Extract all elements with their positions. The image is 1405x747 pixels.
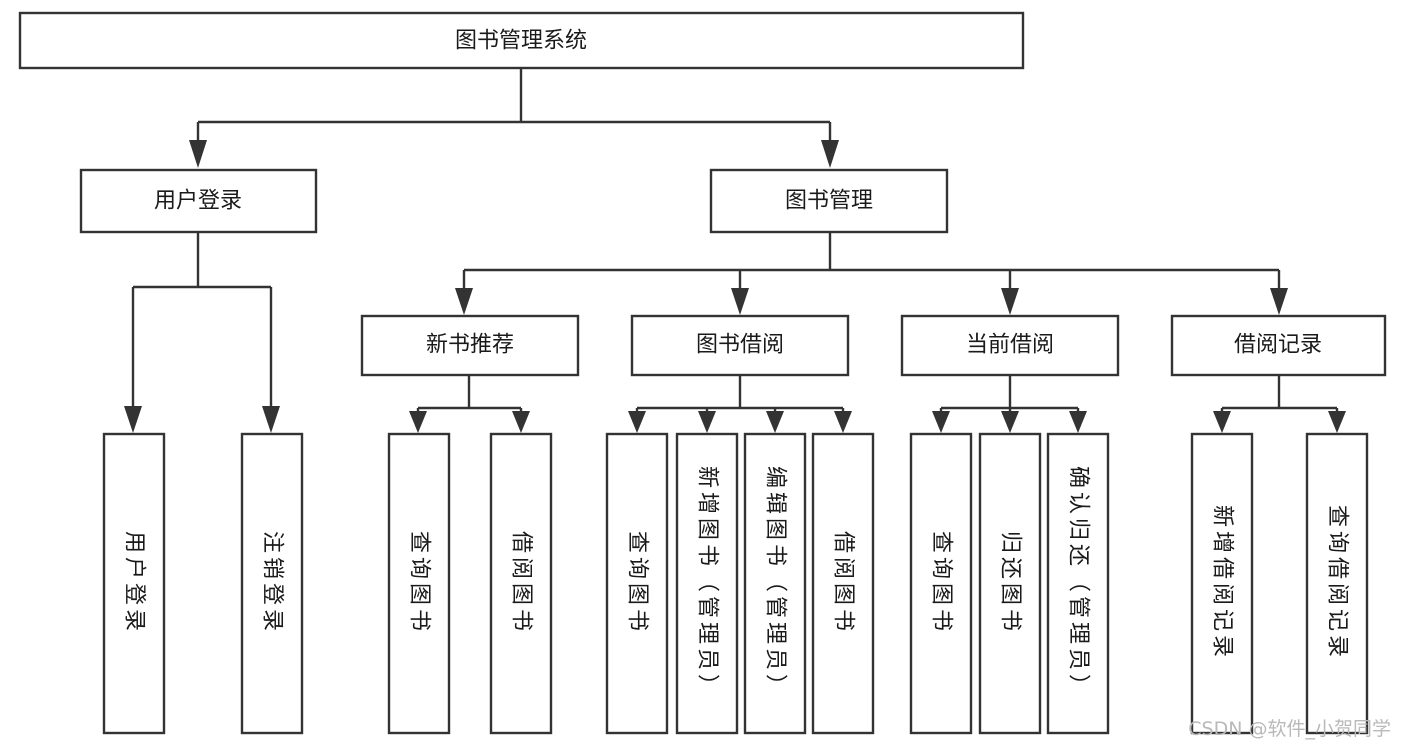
node-book-manage-box[interactable] bbox=[709, 168, 949, 234]
arrow-head-leaf-add-record bbox=[1213, 411, 1231, 433]
arrow-head-book-borrow bbox=[731, 288, 749, 315]
node-leaf-query-book-1-box[interactable] bbox=[387, 432, 451, 735]
node-leaf-add-record-label: 新增借阅记录 bbox=[1210, 505, 1235, 661]
node-root-box[interactable] bbox=[18, 11, 1025, 70]
arrow-head-leaf-borrow-book-2 bbox=[834, 411, 852, 433]
arrow-head-leaf-query-book-2 bbox=[628, 411, 646, 433]
node-leaf-confirm-return[interactable]: 确认归还（管理员） bbox=[1046, 432, 1110, 735]
node-leaf-borrow-book-1-label: 借阅图书 bbox=[509, 531, 534, 635]
node-leaf-user-login-box[interactable] bbox=[102, 432, 166, 735]
node-leaf-add-book[interactable]: 新增图书（管理员） bbox=[675, 432, 739, 735]
node-leaf-query-book-1[interactable]: 查询图书 bbox=[387, 432, 451, 735]
node-leaf-logout[interactable]: 注销登录 bbox=[240, 432, 304, 735]
node-borrow-record[interactable]: 借阅记录 bbox=[1170, 314, 1387, 377]
node-leaf-add-book-box[interactable] bbox=[675, 432, 739, 735]
node-leaf-confirm-return-box[interactable] bbox=[1046, 432, 1110, 735]
node-leaf-borrow-book-2[interactable]: 借阅图书 bbox=[811, 432, 875, 735]
node-book-manage[interactable]: 图书管理 bbox=[709, 168, 949, 234]
node-leaf-borrow-book-2-box[interactable] bbox=[811, 432, 875, 735]
node-new-book-rec-label: 新书推荐 bbox=[426, 333, 514, 358]
node-leaf-query-book-3-label: 查询图书 bbox=[929, 531, 954, 635]
connector-group-user-login bbox=[124, 232, 280, 433]
node-new-book-rec[interactable]: 新书推荐 bbox=[360, 314, 580, 377]
node-leaf-add-record-box[interactable] bbox=[1190, 432, 1254, 735]
node-book-manage-label: 图书管理 bbox=[785, 189, 873, 214]
node-leaf-user-login-label: 用户登录 bbox=[122, 531, 147, 635]
node-leaf-logout-box[interactable] bbox=[240, 432, 304, 735]
node-user-login-box[interactable] bbox=[79, 168, 318, 234]
connector-group-new-book-rec bbox=[409, 375, 530, 433]
node-leaf-query-book-3[interactable]: 查询图书 bbox=[909, 432, 973, 735]
node-user-login-label: 用户登录 bbox=[154, 189, 242, 214]
node-leaf-query-book-3-box[interactable] bbox=[909, 432, 973, 735]
connector-group-book-manage bbox=[455, 232, 1288, 315]
arrow-head-leaf-query-book-1 bbox=[409, 411, 427, 433]
node-current-borrow-label: 当前借阅 bbox=[966, 333, 1054, 358]
arrow-head-new-book-rec bbox=[455, 288, 473, 315]
arrow-head-leaf-borrow-book-1 bbox=[512, 411, 530, 433]
arrow-head-current-borrow bbox=[1001, 288, 1019, 315]
node-borrow-record-label: 借阅记录 bbox=[1234, 333, 1322, 358]
arrow-head-leaf-logout bbox=[262, 406, 280, 433]
arrow-head-borrow-record bbox=[1270, 288, 1288, 315]
node-root-label: 图书管理系统 bbox=[455, 29, 587, 54]
node-leaf-query-book-2-box[interactable] bbox=[605, 432, 669, 735]
arrow-head-leaf-query-record bbox=[1328, 411, 1346, 433]
node-leaf-edit-book-label: 编辑图书（管理员） bbox=[763, 466, 788, 700]
node-leaf-return-book[interactable]: 归还图书 bbox=[978, 432, 1042, 735]
node-leaf-return-book-box[interactable] bbox=[978, 432, 1042, 735]
arrow-head-leaf-return-book bbox=[1001, 411, 1019, 433]
node-leaf-query-record-label: 查询借阅记录 bbox=[1325, 505, 1350, 661]
node-book-borrow[interactable]: 图书借阅 bbox=[630, 314, 850, 377]
arrow-head-leaf-query-book-3 bbox=[932, 411, 950, 433]
node-leaf-return-book-label: 归还图书 bbox=[998, 531, 1023, 635]
node-leaf-query-record-box[interactable] bbox=[1305, 432, 1369, 735]
node-leaf-query-record[interactable]: 查询借阅记录 bbox=[1305, 432, 1369, 735]
node-leaf-confirm-return-label: 确认归还（管理员） bbox=[1066, 466, 1091, 700]
node-leaf-logout-label: 注销登录 bbox=[260, 531, 285, 635]
arrow-head-leaf-add-book bbox=[698, 411, 716, 433]
arrow-head-leaf-confirm-return bbox=[1069, 411, 1087, 433]
node-current-borrow[interactable]: 当前借阅 bbox=[900, 314, 1120, 377]
connector-group-root bbox=[189, 68, 839, 168]
arrow-head-leaf-user-login bbox=[124, 406, 142, 433]
connector-group-borrow-record bbox=[1213, 375, 1346, 433]
node-root[interactable]: 图书管理系统 bbox=[18, 11, 1025, 70]
node-leaf-add-book-label: 新增图书（管理员） bbox=[695, 466, 720, 700]
node-leaf-add-record[interactable]: 新增借阅记录 bbox=[1190, 432, 1254, 735]
node-leaf-borrow-book-1[interactable]: 借阅图书 bbox=[489, 432, 553, 735]
node-leaf-edit-book[interactable]: 编辑图书（管理员） bbox=[743, 432, 807, 735]
node-current-borrow-box[interactable] bbox=[900, 314, 1120, 377]
node-leaf-user-login[interactable]: 用户登录 bbox=[102, 432, 166, 735]
node-leaf-edit-book-box[interactable] bbox=[743, 432, 807, 735]
node-leaf-borrow-book-1-box[interactable] bbox=[489, 432, 553, 735]
node-book-borrow-label: 图书借阅 bbox=[696, 333, 784, 358]
node-book-borrow-box[interactable] bbox=[630, 314, 850, 377]
node-leaf-query-book-2[interactable]: 查询图书 bbox=[605, 432, 669, 735]
node-borrow-record-box[interactable] bbox=[1170, 314, 1387, 377]
arrow-head-leaf-edit-book bbox=[766, 411, 784, 433]
arrow-head-user-login bbox=[189, 140, 207, 168]
connector-group-book-borrow bbox=[628, 375, 852, 433]
node-leaf-query-book-2-label: 查询图书 bbox=[625, 531, 650, 635]
node-user-login[interactable]: 用户登录 bbox=[79, 168, 318, 234]
arrow-head-book-manage bbox=[821, 140, 839, 168]
connector-group-current-borrow bbox=[932, 375, 1087, 433]
node-leaf-query-book-1-label: 查询图书 bbox=[407, 531, 432, 635]
csdn-watermark: CSDN @软件_小贺同学 bbox=[1188, 718, 1391, 740]
node-leaf-borrow-book-2-label: 借阅图书 bbox=[831, 531, 856, 635]
node-new-book-rec-box[interactable] bbox=[360, 314, 580, 377]
